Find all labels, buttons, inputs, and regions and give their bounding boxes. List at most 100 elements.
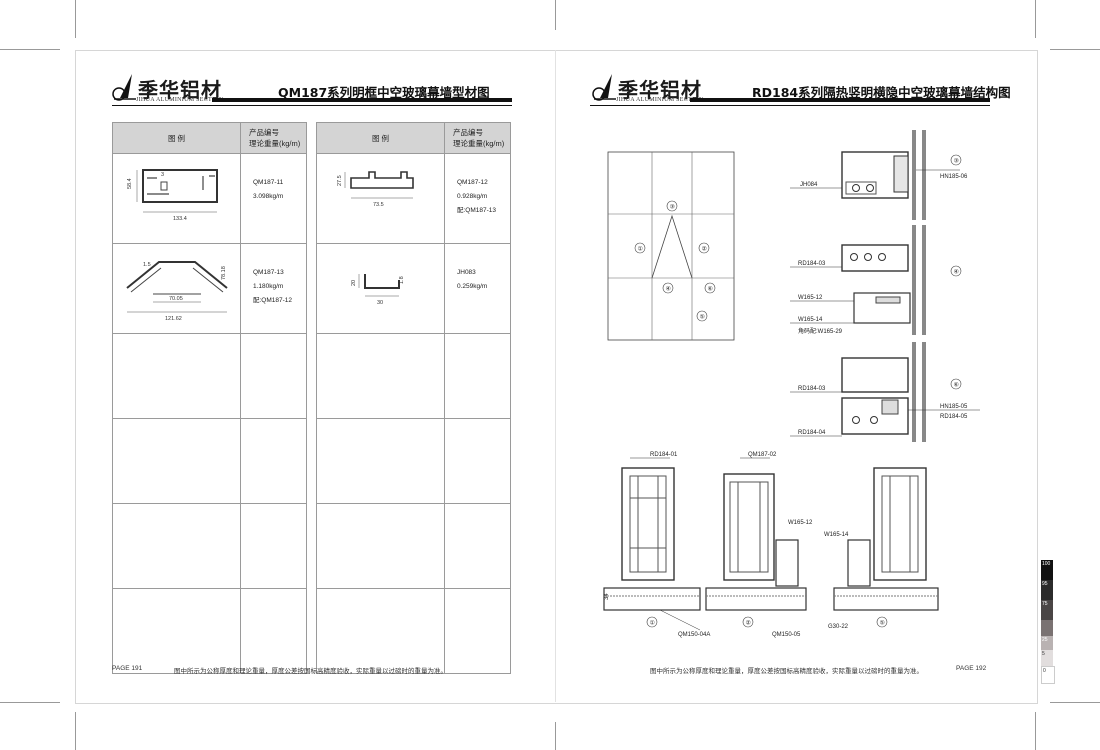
swatch-label: 100: [1042, 561, 1051, 567]
swatch-label: 95: [1042, 581, 1048, 587]
title-rule-thin: [590, 105, 990, 106]
swatch-label: 75: [1042, 601, 1048, 607]
section-marker: ⑤: [700, 314, 705, 321]
part-label: JH084: [800, 182, 818, 188]
crop-mark: [0, 702, 60, 703]
product-info: QM187-13 1.180kg/m 配:QM187-12: [240, 243, 307, 334]
product-note: 配:QM187-13: [457, 207, 497, 214]
part-label: W165-12: [798, 295, 823, 301]
title-rule: [212, 98, 512, 102]
table-row: 20 1.8 30 JH083 0.259kg/m: [316, 243, 511, 334]
title-rule: [690, 98, 990, 102]
product-code: JH083: [457, 269, 476, 276]
crop-mark: [1050, 49, 1100, 50]
crop-mark: [75, 712, 76, 750]
section-marker: ②: [702, 246, 707, 253]
table-row: [112, 333, 307, 419]
dim-label: 1.5: [143, 262, 151, 268]
dim-label: 30: [377, 300, 383, 306]
dim-label: 78.18: [221, 266, 227, 280]
section-detail-3: JH084 HN185-06 ③: [790, 130, 968, 220]
product-info: QM187-11 3.098kg/m: [240, 153, 307, 244]
table-row: [316, 588, 511, 674]
section-detail-6: RD184-03 HN185-05 RD184-05 RD184-04 ⑥: [790, 342, 980, 442]
table-row: [316, 333, 511, 419]
page-number: PAGE 192: [956, 665, 987, 672]
page-title: QM187系列明框中空玻璃幕墙型材图: [278, 85, 490, 100]
product-weight: 0.259kg/m: [457, 283, 488, 290]
product-header-line1: 产品编号: [249, 128, 279, 137]
product-header-line2: 理论重量(kg/m): [249, 139, 301, 148]
swatch-label: 25: [1042, 637, 1048, 643]
section-marker: ①: [650, 620, 655, 627]
part-label: RD184-03: [798, 261, 826, 267]
page-title: RD184系列隔热竖明横隐中空玻璃幕墙结构图: [752, 85, 1011, 100]
brand-logo-icon: [592, 74, 616, 101]
section-marker: ②: [746, 620, 751, 627]
product-header-line2: 理论重量(kg/m): [453, 139, 505, 148]
product-weight: 0.928kg/m: [457, 193, 488, 200]
part-label: QM187-02: [748, 452, 777, 458]
crop-mark: [0, 49, 60, 50]
dim-label: 20: [351, 280, 357, 286]
section-marker: ④: [954, 269, 959, 276]
dim-label: 58.4: [127, 178, 133, 189]
swatch-label: 5: [1042, 651, 1045, 657]
part-label: HN185-06: [940, 174, 968, 180]
profile-figure: 20 1.8 30: [316, 243, 445, 334]
title-rule-thin: [112, 105, 512, 106]
dim-label: 73.5: [373, 202, 384, 208]
section-marker: ⑥: [954, 382, 959, 389]
page-frame: [75, 50, 1038, 704]
page-spine: [555, 50, 556, 702]
legend-header: 图 例: [112, 122, 241, 154]
section-marker: ①: [638, 246, 643, 253]
part-label: HN185-05: [940, 404, 968, 410]
part-label: QM150-04A: [678, 632, 710, 638]
profile-figure: 58.4 3 133.4: [112, 153, 241, 244]
crop-mark: [75, 0, 76, 38]
product-info: JH083 0.259kg/m: [444, 243, 511, 334]
part-label: G30-22: [828, 624, 849, 630]
page-footnote: 图中所示为公称厚度和理论重量，厚度公差按国标高精度验收，实际重量以过磅时的重量为…: [650, 668, 923, 675]
section-marker: ③: [954, 158, 959, 165]
table-row: [112, 503, 307, 589]
part-label: QM150-05: [772, 632, 801, 638]
product-note: 配:QM187-12: [253, 297, 293, 304]
crop-mark: [1050, 702, 1100, 703]
dim-label: 1.8: [399, 276, 405, 284]
crop-mark: [555, 0, 556, 30]
table-row: 58.4 3 133.4 QM187-11 3.098kg/m: [112, 153, 307, 244]
dim-label: 70.05: [169, 296, 183, 302]
section-marker: ⑥: [708, 286, 713, 293]
product-code: QM187-12: [457, 179, 488, 186]
table-row: [316, 418, 511, 504]
part-label: W165-14: [798, 317, 823, 323]
swatch-label: 0: [1043, 668, 1046, 674]
page-footnote: 图中所示为公称厚度和理论重量，厚度公差按国标高精度验收，实际重量以过磅时的重量为…: [174, 668, 447, 675]
brand-name-en: JIHUA ALUMINIUM SECTION: [136, 97, 224, 103]
part-label: 角码配:W165-29: [798, 327, 843, 335]
section-detail-4: RD184-03 W165-12 W165-14 角码配:W165-29 ④: [790, 225, 962, 335]
part-label: RD184-05: [940, 414, 968, 420]
brand-name: 季华铝材: [618, 78, 702, 102]
section-marker: ④: [666, 286, 671, 293]
legend-header: 图 例: [316, 122, 445, 154]
product-header-line1: 产品编号: [453, 128, 483, 137]
part-label: RD184-01: [650, 452, 678, 458]
table-row: 27.5 73.5 QM187-12 0.928kg/m 配:QM187-13: [316, 153, 511, 244]
product-weight: 3.098kg/m: [253, 193, 284, 200]
crop-mark: [1035, 712, 1036, 750]
dim-label: 27.5: [337, 175, 343, 186]
elevation-diagram: ③ ① ② ④ ⑥ ⑤: [607, 151, 735, 341]
profile-table-left: 图 例 产品编号 理论重量(kg/m) 58.4 3 133.4 QM187-1…: [112, 122, 307, 674]
profile-figure: 27.5 73.5: [316, 153, 445, 244]
table-row: [316, 503, 511, 589]
page-number: PAGE 191: [112, 665, 143, 672]
brand-name-en: JIHUA ALUMINIUM SECTION: [616, 97, 704, 103]
part-label: W165-14: [824, 532, 849, 538]
table-row: [112, 418, 307, 504]
brand-logo-icon: [112, 74, 136, 101]
product-info: QM187-12 0.928kg/m 配:QM187-13: [444, 153, 511, 244]
product-weight: 1.180kg/m: [253, 283, 284, 290]
